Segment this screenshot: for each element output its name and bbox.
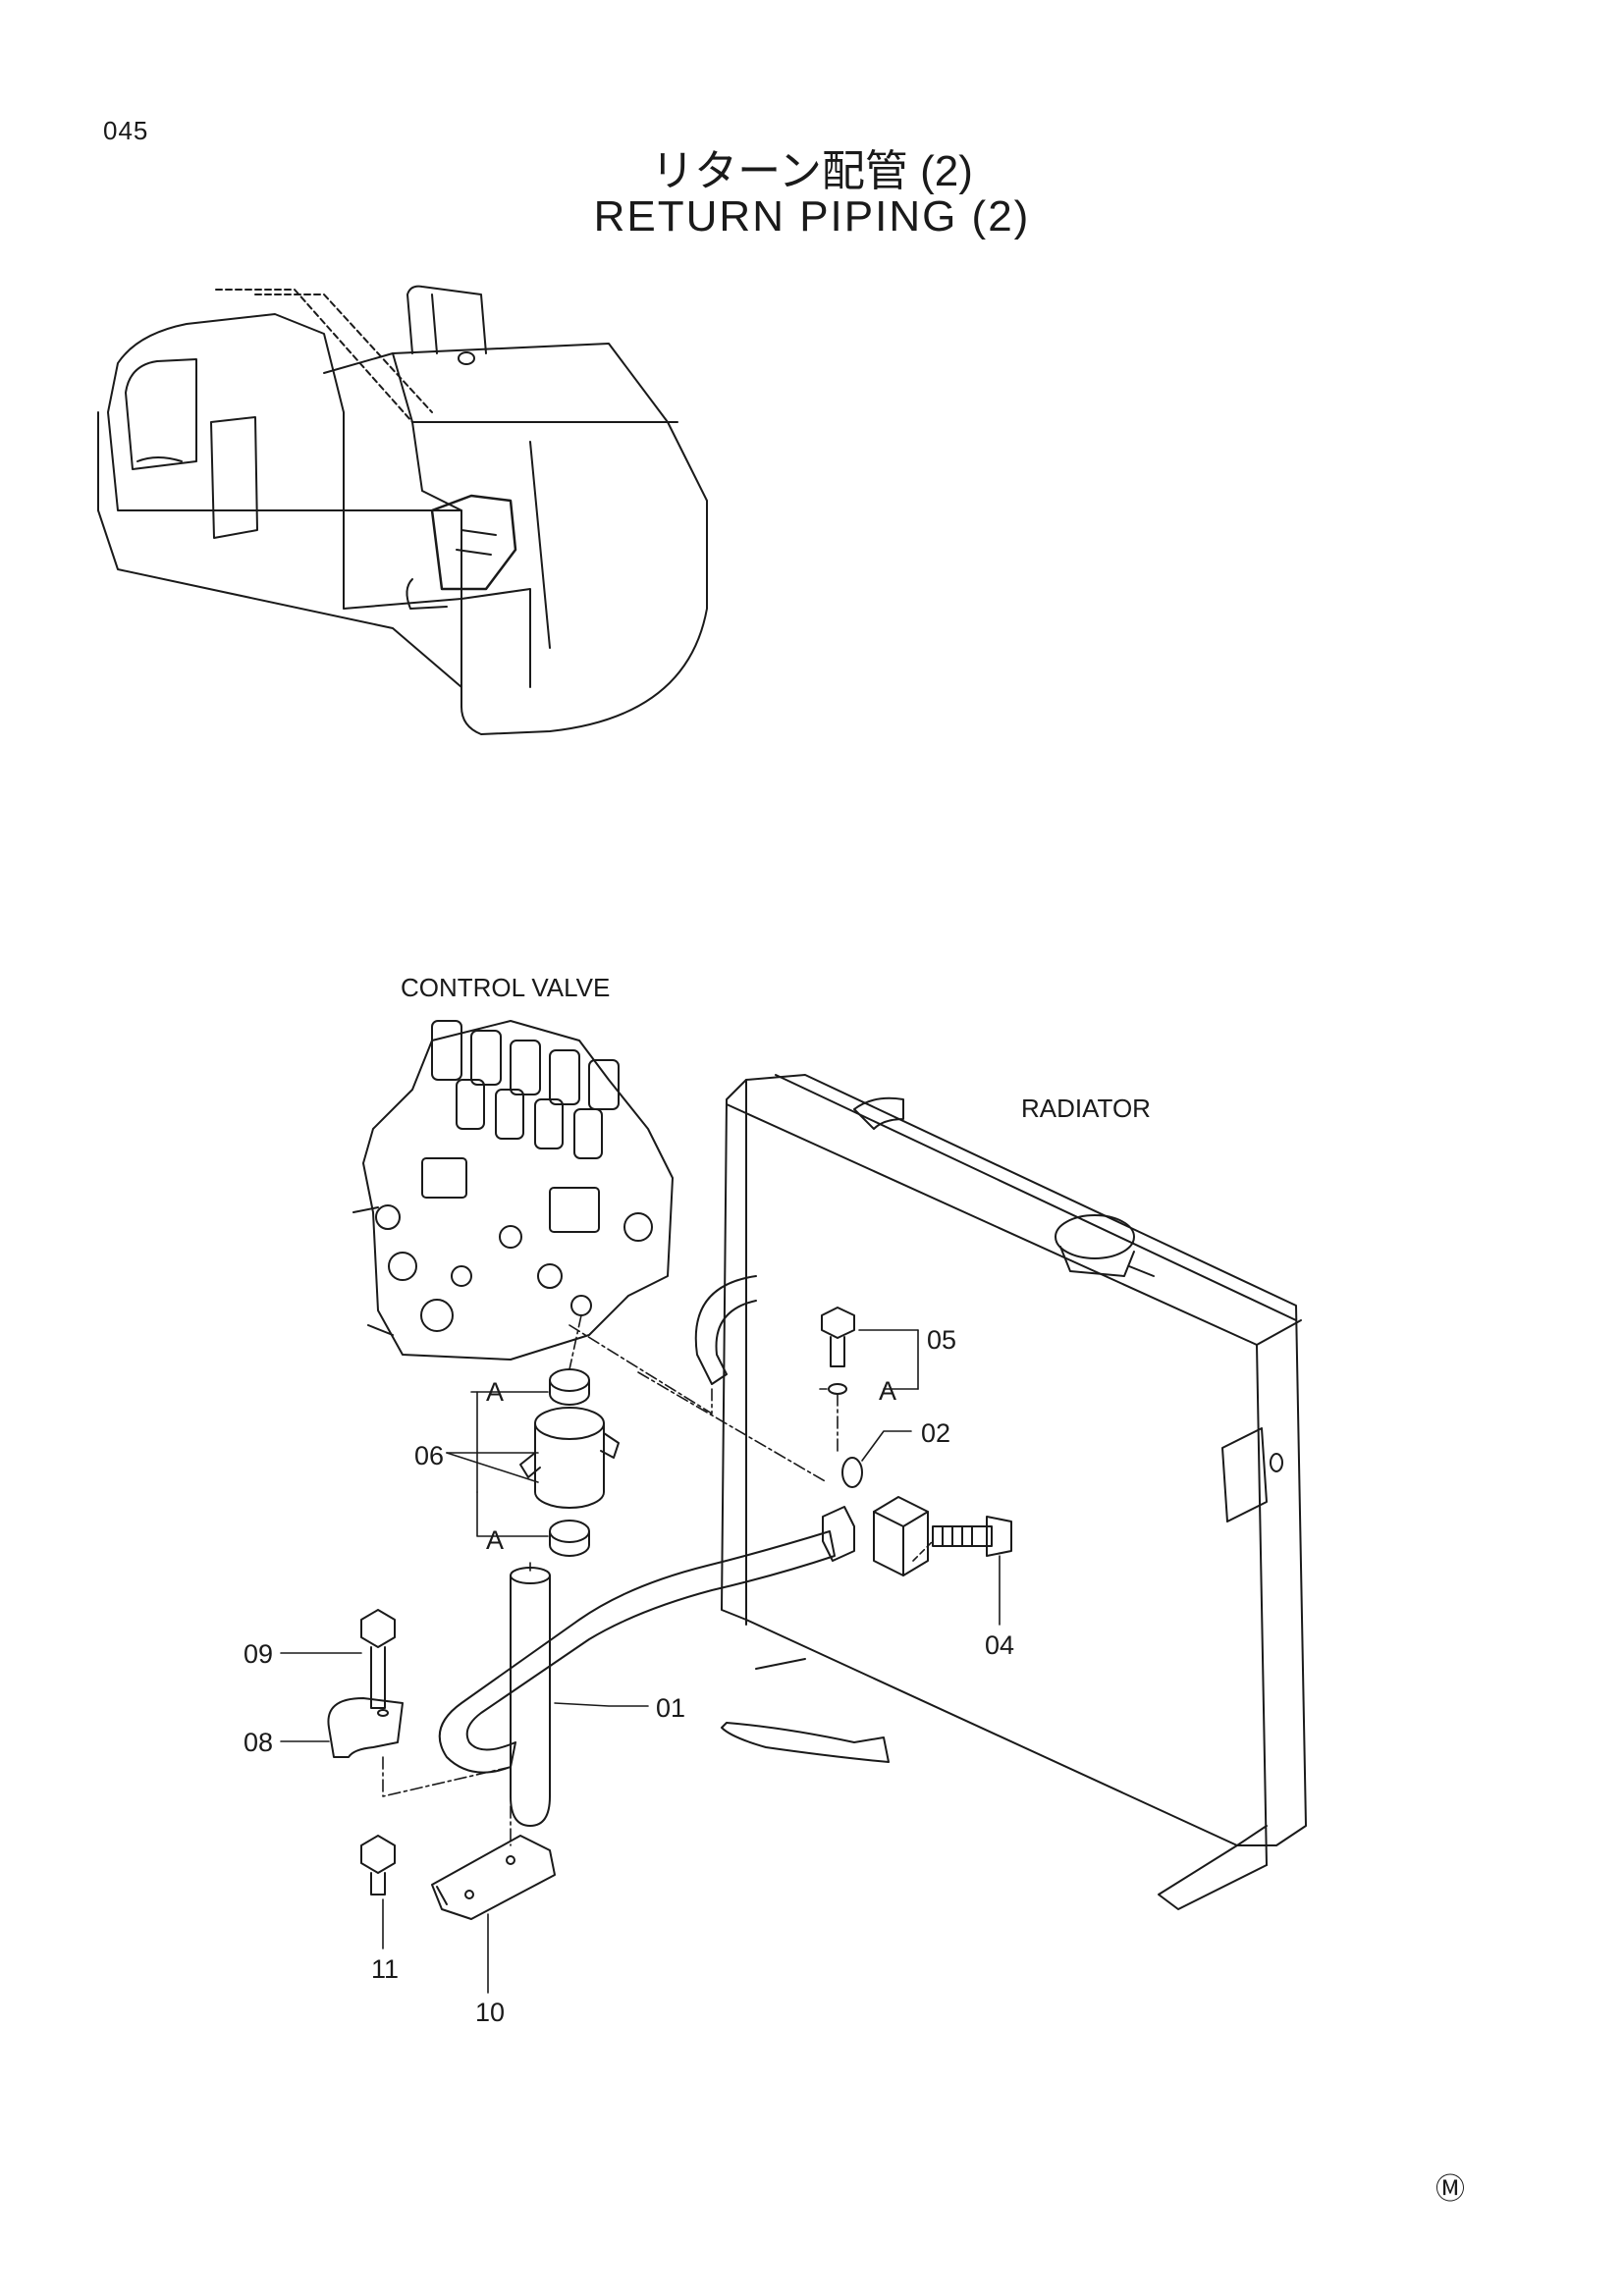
control-valve-illustration bbox=[352, 1020, 674, 1361]
callout-10: 10 bbox=[475, 1998, 505, 2027]
page-title-japanese: リターン配管 (2) bbox=[651, 147, 973, 195]
excavator-overview-illustration bbox=[97, 285, 708, 735]
mounting-hardware-illustration bbox=[327, 1609, 556, 1920]
callout-01: 01 bbox=[656, 1693, 685, 1723]
clamp-illustration bbox=[519, 1368, 620, 1557]
callout-02: 02 bbox=[921, 1418, 950, 1448]
callout-11: 11 bbox=[371, 1954, 399, 1984]
callout-05: 05 bbox=[927, 1325, 956, 1355]
page-title-english: RETURN PIPING (2) bbox=[593, 192, 1031, 240]
callout-06: 06 bbox=[414, 1441, 444, 1470]
callout-09: 09 bbox=[244, 1639, 273, 1669]
callout-a-upper-left: A bbox=[486, 1377, 504, 1407]
radiator-illustration bbox=[694, 1074, 1307, 1910]
m-mark-symbol: Ⓜ bbox=[1435, 2173, 1465, 2206]
radiator-label: RADIATOR bbox=[1021, 1094, 1151, 1123]
callout-04: 04 bbox=[985, 1630, 1014, 1660]
callout-a-lower-left: A bbox=[486, 1525, 504, 1555]
page-number: 045 bbox=[103, 116, 149, 145]
control-valve-label: CONTROL VALVE bbox=[401, 973, 610, 1002]
leader-lines bbox=[280, 1314, 1001, 1994]
bolt-and-seal-illustration bbox=[821, 1307, 863, 1488]
callout-08: 08 bbox=[244, 1728, 273, 1757]
callout-a-upper-right: A bbox=[879, 1376, 896, 1406]
return-pipe-illustration bbox=[438, 1496, 1012, 1827]
